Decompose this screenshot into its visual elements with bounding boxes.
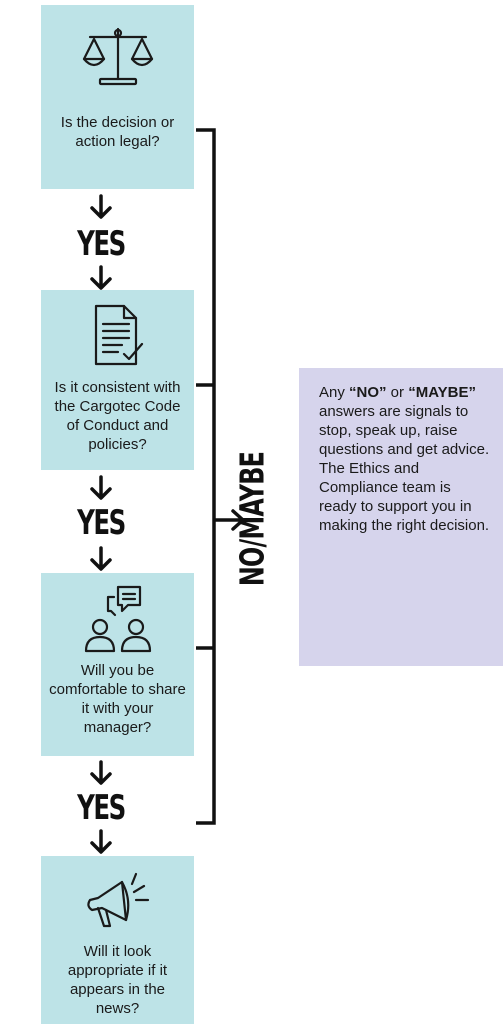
yes-label: YES	[77, 224, 126, 264]
info-maybe: “MAYBE”	[408, 384, 476, 401]
step-share-manager: Will you be comfortable to share it with…	[41, 573, 194, 756]
megaphone-icon	[41, 870, 194, 932]
step-news: Will it look appropriate if it appears i…	[41, 856, 194, 1024]
step-legal: Is the decision or action legal?	[41, 5, 194, 189]
down-arrow-icon	[90, 546, 112, 571]
step-question: Will it look appropriate if it appears i…	[67, 943, 168, 1017]
down-arrow-icon	[90, 475, 112, 500]
no-maybe-text: NO/MAYBE	[232, 451, 272, 587]
yes-label: YES	[77, 503, 126, 543]
down-arrow-icon	[90, 829, 112, 854]
document-check-icon	[41, 302, 194, 368]
down-arrow-icon	[90, 194, 112, 219]
conversation-icon	[41, 583, 194, 655]
down-arrow-icon	[90, 265, 112, 290]
step-question: Is it consistent with the Cargotec Code …	[54, 379, 181, 453]
right-arrow-icon	[213, 509, 245, 531]
step-question: Will you be comfortable to share it with…	[49, 662, 186, 736]
info-no: “NO”	[349, 384, 387, 401]
down-arrow-icon	[90, 760, 112, 785]
step-question: Is the decision or action legal?	[60, 114, 175, 150]
advice-box: Any “NO” or “MAYBE” answers are signals …	[299, 368, 503, 666]
scales-icon	[41, 23, 194, 87]
branch-bracket	[196, 128, 216, 825]
step-code-of-conduct: Is it consistent with the Cargotec Code …	[41, 290, 194, 470]
yes-label: YES	[77, 788, 126, 828]
info-prefix: Any	[319, 384, 350, 401]
info-or: or	[386, 384, 409, 401]
info-rest: answers are signals to stop, speak up, r…	[319, 403, 490, 534]
